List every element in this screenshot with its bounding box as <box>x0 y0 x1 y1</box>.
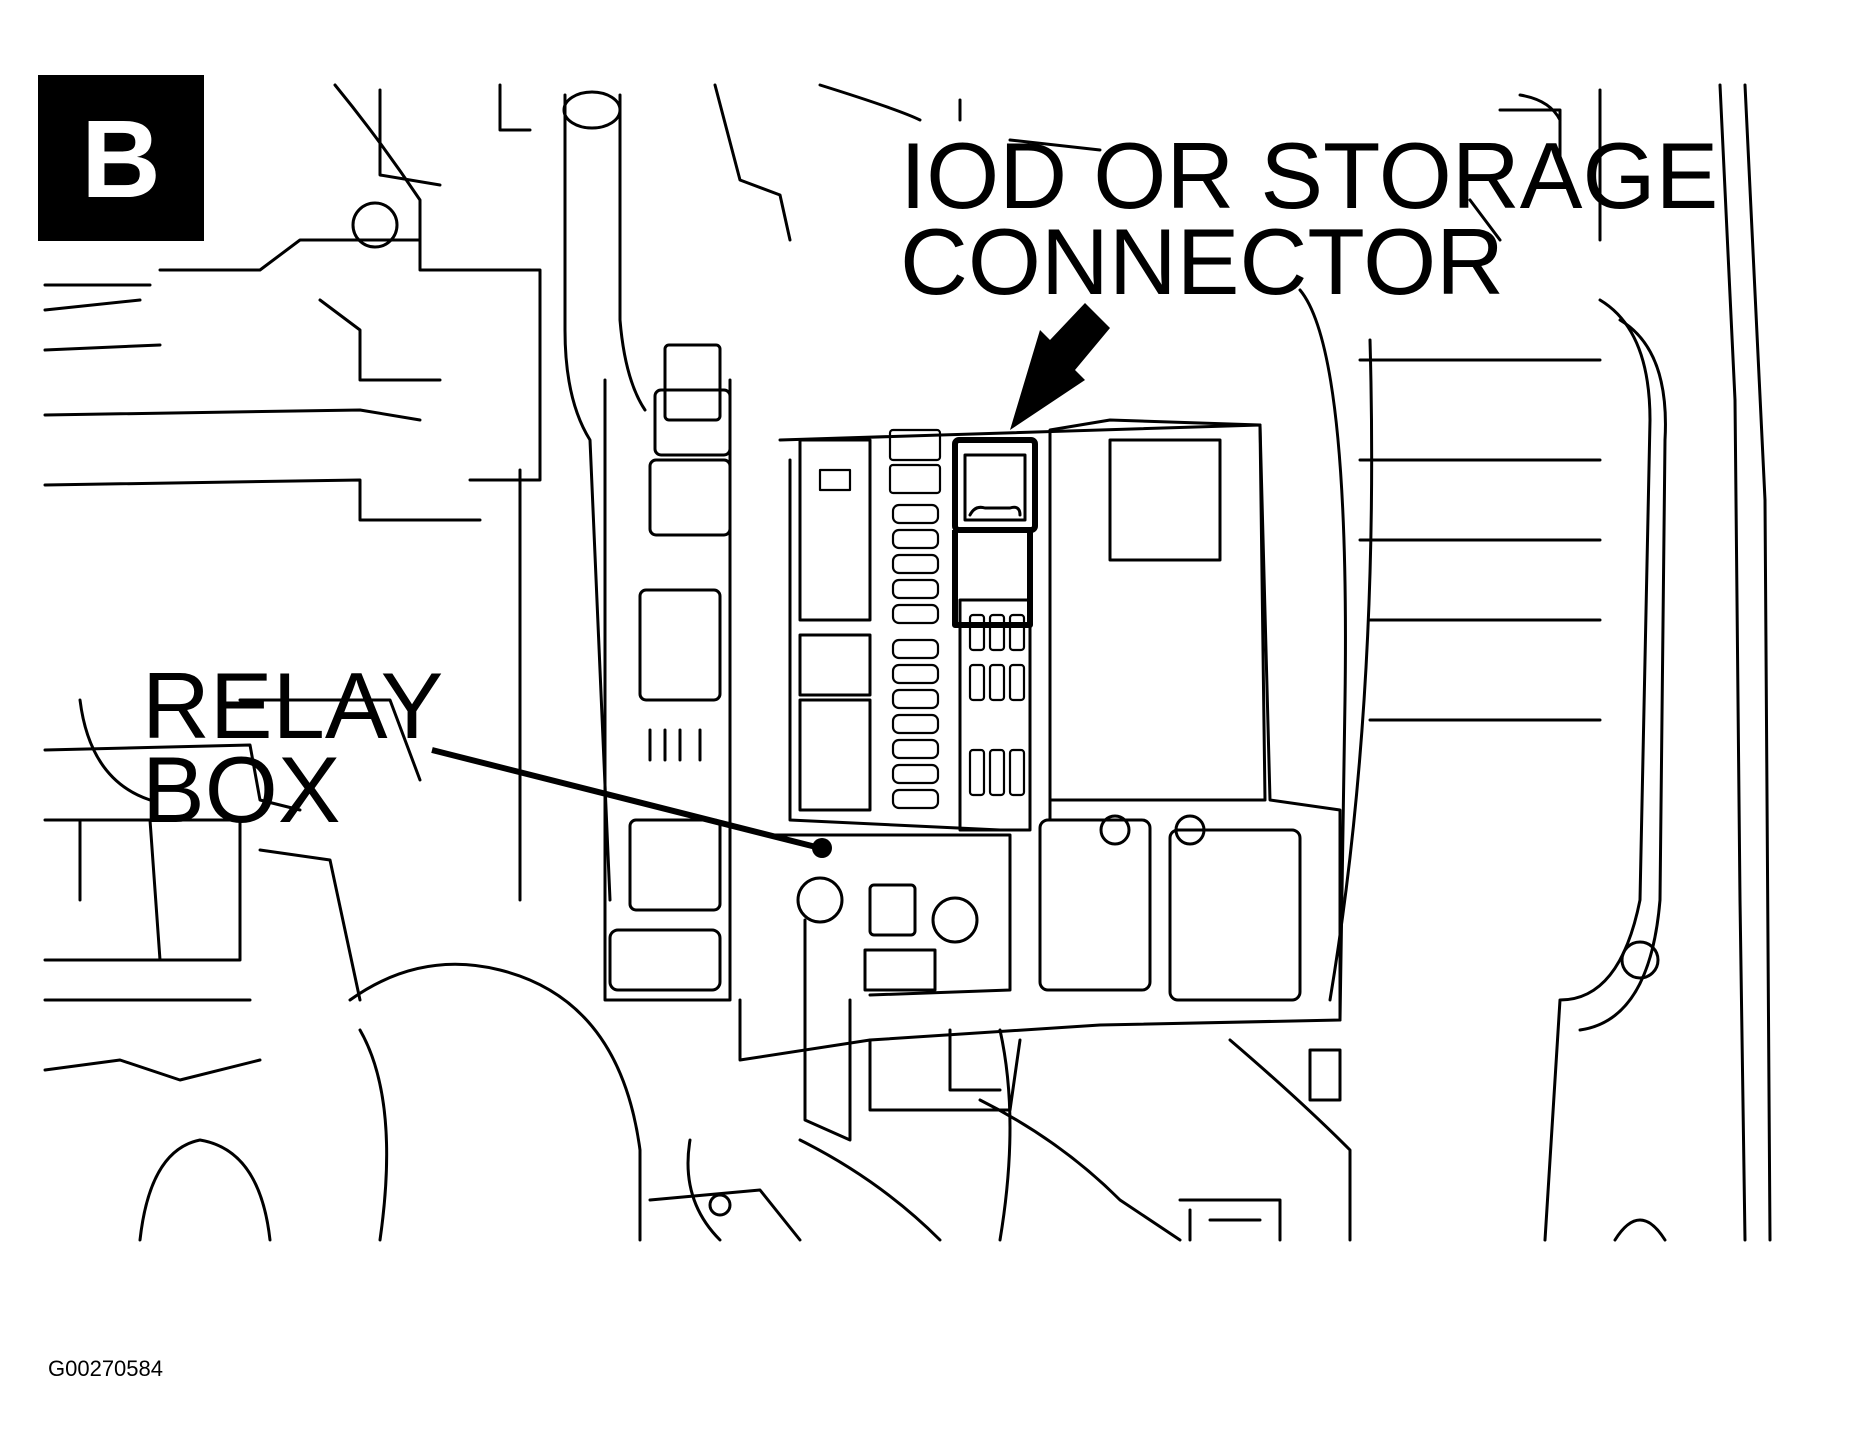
mini-fuse-row <box>968 613 1026 797</box>
relay-box-leader <box>431 747 832 858</box>
relay-box-label-line1: RELAY <box>142 653 443 758</box>
figure-code: G00270584 <box>48 1356 163 1381</box>
relay-box <box>603 343 1342 1142</box>
connector-label-line1: IOD OR STORAGE <box>900 123 1718 228</box>
iod-storage-connector <box>952 437 1038 628</box>
fuse-strip <box>888 428 942 810</box>
badge-letter: B <box>81 98 160 221</box>
relay-box-label-line2: BOX <box>142 737 341 842</box>
connector-label-line2: CONNECTOR <box>900 209 1504 314</box>
section-badge: B <box>38 75 204 241</box>
connector-callout-arrow <box>1010 303 1110 430</box>
engine-bay-lineart <box>43 83 1772 1242</box>
